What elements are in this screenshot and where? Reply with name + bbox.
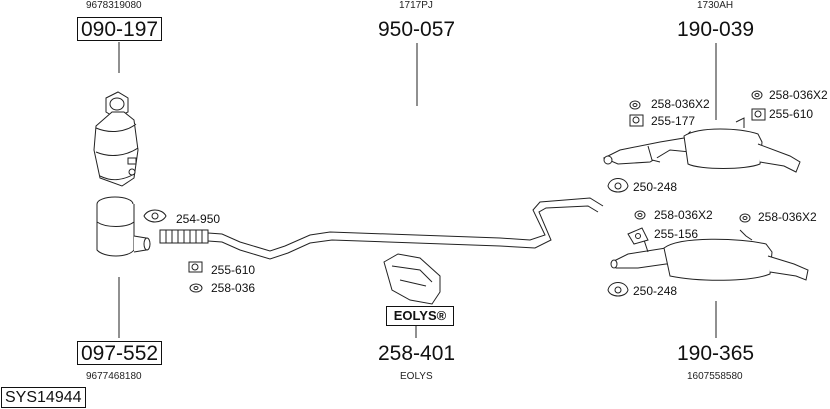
additive-bag	[383, 253, 441, 305]
part-label-clamp[interactable]: 254-950	[176, 212, 221, 226]
ring-icon	[751, 90, 763, 100]
part-number-dpf[interactable]: 090-197	[77, 17, 163, 41]
part-label-mount[interactable]: 255-177	[651, 114, 696, 128]
part-label-mount[interactable]: 255-156	[654, 227, 699, 241]
part-number-additive[interactable]: 258-401	[378, 342, 456, 365]
rear-silencer-top	[602, 117, 801, 173]
mount-icon	[188, 261, 203, 273]
part-number-pipe[interactable]: 950-057	[378, 18, 456, 41]
clamp-icon	[143, 209, 167, 223]
mount-icon	[629, 114, 644, 127]
front-pipe	[159, 197, 604, 260]
oe-ref-cat: 9677468180	[86, 371, 142, 382]
part-number-rear-bottom[interactable]: 190-365	[677, 342, 755, 365]
part-number-cat[interactable]: 097-552	[77, 341, 163, 365]
oe-ref-rear-bottom: 1607558580	[687, 371, 743, 382]
part-label-clamp[interactable]: 250-248	[633, 180, 678, 194]
clamp-icon	[607, 282, 629, 297]
oe-ref-pipe: 1717PJ	[399, 0, 433, 11]
ring-icon	[739, 213, 751, 223]
part-label-ring[interactable]: 258-036X2	[758, 210, 817, 224]
catalytic-converter	[96, 196, 151, 257]
part-label-clamp[interactable]: 250-248	[633, 284, 678, 298]
oe-ref-dpf: 9678319080	[86, 0, 142, 11]
mount-icon	[751, 108, 766, 121]
system-code: SYS14944	[1, 387, 86, 408]
part-label-ring[interactable]: 258-036	[211, 281, 256, 295]
eolys-logo: EOLYS®	[386, 306, 454, 326]
mount-icon	[627, 227, 649, 245]
clamp-icon	[607, 178, 629, 193]
brand-label-additive: EOLYS	[400, 371, 433, 382]
rear-silencer-bottom	[610, 229, 809, 281]
part-label-ring[interactable]: 258-036X2	[651, 97, 710, 111]
part-label-mount[interactable]: 255-610	[769, 107, 814, 121]
oe-ref-rear-top: 1730AH	[697, 0, 734, 11]
ring-icon	[189, 283, 203, 293]
ring-icon	[629, 100, 641, 110]
part-number-rear-top[interactable]: 190-039	[677, 18, 755, 41]
ring-icon	[634, 210, 646, 220]
part-label-mount[interactable]: 255-610	[211, 263, 256, 277]
dpf-filter	[93, 91, 139, 187]
part-label-ring[interactable]: 258-036X2	[654, 208, 713, 222]
part-label-ring[interactable]: 258-036X2	[769, 88, 828, 102]
